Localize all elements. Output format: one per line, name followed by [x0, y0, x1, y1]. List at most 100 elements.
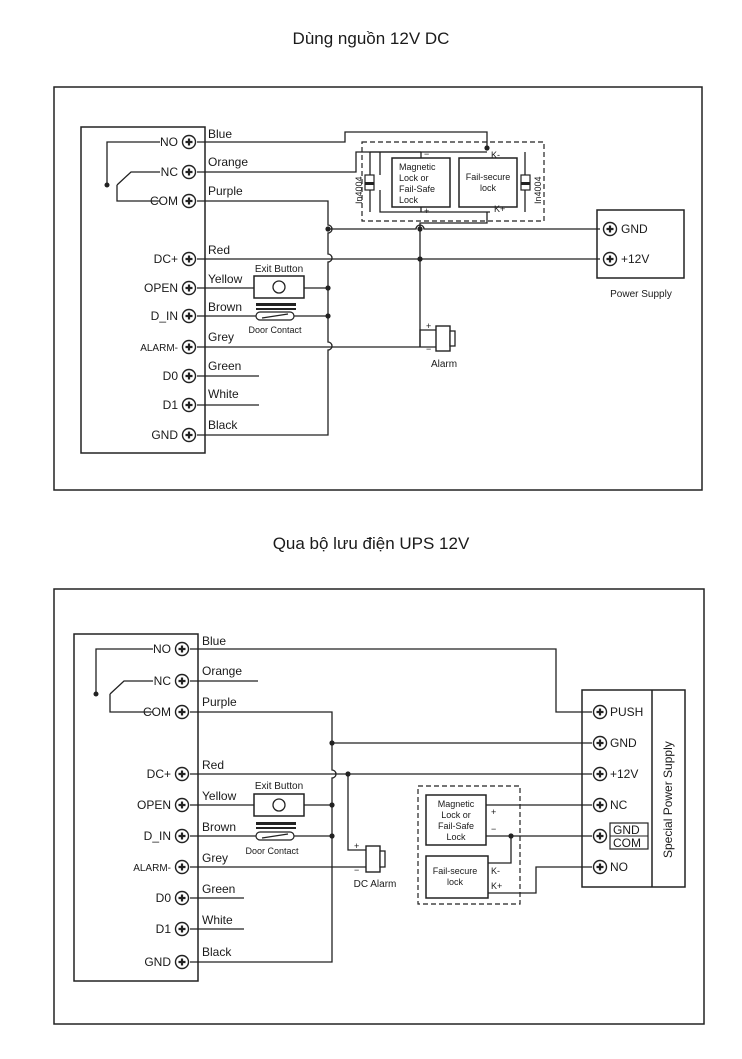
terminal-d-in: D_IN [144, 828, 190, 844]
terminal-screw-icon [174, 954, 190, 970]
door-contact-label: Door Contact [245, 846, 299, 856]
ups-gnd-label: GND [610, 736, 637, 750]
svg-text:NC: NC [161, 165, 179, 179]
svg-text:Blue: Blue [208, 127, 232, 141]
terminal-screw-icon [592, 828, 608, 844]
wire-labels-2: Blue Orange Purple Red Yellow Brown Grey… [202, 634, 242, 959]
terminal-screw-icon [174, 859, 190, 875]
terminal-alarm: ALARM- [140, 339, 197, 355]
svg-text:DC+: DC+ [154, 252, 178, 266]
alarm-plus: + [426, 321, 431, 331]
svg-text:Brown: Brown [202, 820, 236, 834]
svg-text:D1: D1 [163, 398, 179, 412]
svg-text:OPEN: OPEN [137, 798, 171, 812]
terminal-screw-icon [592, 735, 608, 751]
terminal-com: COM [143, 704, 190, 720]
svg-text:Yellow: Yellow [208, 272, 243, 286]
ups-power-supply [581, 689, 686, 888]
wires-1 [197, 131, 600, 436]
svg-text:Grey: Grey [202, 851, 228, 865]
terminal-dc-plus: DC+ [154, 251, 197, 267]
svg-text:lock: lock [447, 877, 464, 887]
svg-text:Magnetic: Magnetic [399, 162, 436, 172]
k-minus-label: K- [491, 150, 500, 160]
svg-text:Orange: Orange [208, 155, 248, 169]
relay-pivot [104, 182, 110, 188]
terminal-dc-plus: DC+ [147, 766, 190, 782]
ups-terminals: PUSH GND +12V NC GND COM NO [592, 704, 649, 875]
terminal-screw-icon [602, 221, 618, 237]
exit-button-label: Exit Button [255, 264, 303, 275]
svg-text:Orange: Orange [202, 664, 242, 678]
lock-minus-label: − [491, 824, 496, 834]
lock-group-2 [417, 785, 521, 905]
terminal-screw-icon [592, 766, 608, 782]
svg-text:GND: GND [144, 955, 171, 969]
terminal-screw-icon [592, 797, 608, 813]
svg-text:Yellow: Yellow [202, 789, 237, 803]
terminal-d1: D1 [163, 397, 197, 413]
svg-text:Grey: Grey [208, 330, 234, 344]
terminal-screw-icon [602, 251, 618, 267]
terminal-screw-icon [181, 397, 197, 413]
svg-text:Fail-Safe: Fail-Safe [399, 184, 435, 194]
ups-no-label: NO [610, 860, 628, 874]
fail-secure-lock-2 [425, 855, 489, 899]
terminal-screw-icon [174, 828, 190, 844]
alarm-icon [365, 845, 381, 873]
svg-text:Black: Black [208, 418, 238, 432]
controller-box [73, 633, 199, 982]
svg-text:Black: Black [202, 945, 232, 959]
alarm-minus: − [426, 344, 431, 354]
terminal-d-in: D_IN [151, 308, 197, 324]
svg-text:Lock: Lock [446, 832, 466, 842]
terminal-screw-icon [181, 164, 197, 180]
svg-text:Lock: Lock [399, 195, 419, 205]
svg-text:Fail-secure: Fail-secure [433, 866, 478, 876]
magnetic-lock-2 [425, 794, 487, 846]
button-icon [272, 798, 286, 812]
ups-gnd2-label: GND [613, 823, 640, 837]
k-minus-label: K- [491, 866, 500, 876]
terminal-open: OPEN [137, 797, 190, 813]
terminal-screw-icon [181, 134, 197, 150]
exit-button-2 [253, 793, 305, 817]
exit-button-label: Exit Button [255, 781, 303, 792]
terminal-screw-icon [181, 368, 197, 384]
relay-contact [106, 141, 160, 202]
lock-minus-label: − [424, 149, 429, 159]
lock-group-1 [361, 141, 545, 222]
k-plus-label: K+ [494, 204, 505, 214]
terminal-screw-icon [592, 704, 608, 720]
alarm-plus: + [354, 841, 359, 851]
terminal-no: NO [160, 134, 197, 150]
terminal-nc: NC [161, 164, 197, 180]
ups-nc-label: NC [610, 798, 628, 812]
terminal-gnd: GND [151, 427, 197, 443]
terminal-screw-icon [174, 673, 190, 689]
power-supply-label: Power Supply [610, 289, 672, 300]
magnet-bar [256, 822, 296, 825]
svg-text:D_IN: D_IN [151, 309, 178, 323]
terminal-open: OPEN [144, 280, 197, 296]
terminal-screw-icon [174, 890, 190, 906]
fail-secure-lock-1-label: Fail-secure lock [466, 172, 511, 193]
terminal-screw-icon [174, 704, 190, 720]
svg-text:Lock or: Lock or [441, 810, 471, 820]
junction-dots-1 [325, 145, 490, 319]
terminal-gnd: GND [144, 954, 190, 970]
svg-text:COM: COM [150, 194, 178, 208]
fail-secure-lock-1 [458, 157, 518, 208]
svg-text:NC: NC [154, 674, 172, 688]
wire-labels-1: Blue Orange Purple Red Yellow Brown Grey… [208, 127, 248, 432]
relay-contact [95, 648, 153, 713]
k-plus-label: K+ [491, 881, 502, 891]
svg-text:Brown: Brown [208, 300, 242, 314]
svg-text:Blue: Blue [202, 634, 226, 648]
diagram2-title: Qua bộ lưu điện UPS 12V [273, 534, 470, 553]
svg-text:D0: D0 [156, 891, 172, 905]
terminal-screw-icon [181, 427, 197, 443]
terminal-com: COM [150, 193, 197, 209]
fail-secure-lock-2-label: Fail-secure lock [433, 866, 478, 887]
svg-text:lock: lock [480, 183, 497, 193]
